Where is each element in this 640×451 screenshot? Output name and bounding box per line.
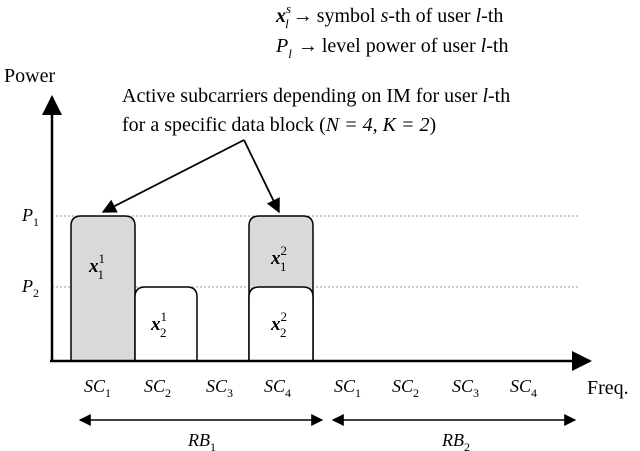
- sc-label-7: SC3: [452, 376, 479, 400]
- block-sc2: [134, 286, 198, 361]
- sc-label-4: SC4: [264, 376, 291, 400]
- legend-power-line: Pl→level power of user l-th: [275, 35, 508, 61]
- block-sc4-lower: [248, 286, 314, 361]
- rb-label-1: RB1: [187, 430, 216, 451]
- y-axis-label: Power: [4, 65, 55, 87]
- block-sc1-active: [70, 215, 136, 361]
- level-label-p2: P2: [21, 276, 39, 300]
- subcarrier-labels: SC1 SC2 SC3 SC4 SC1 SC2 SC3 SC4: [84, 376, 537, 400]
- level-label-p1: P1: [21, 205, 39, 229]
- x-axis-label: Freq.: [587, 377, 629, 399]
- sc-label-3: SC3: [206, 376, 233, 400]
- annotation-line-1: Active subcarriers depending on IM for u…: [122, 85, 510, 107]
- sc-label-8: SC4: [510, 376, 537, 400]
- annotation-line-2: for a specific data block (N = 4, K = 2): [122, 114, 436, 136]
- sc-label-5: SC1: [334, 376, 361, 400]
- annotation-arrow-right: [243, 139, 280, 214]
- sc-label-2: SC2: [144, 376, 171, 400]
- annotation-arrow-left: [101, 139, 245, 213]
- sc-label-6: SC2: [392, 376, 419, 400]
- sc-label-1: SC1: [84, 376, 111, 400]
- rb-label-2: RB2: [441, 430, 470, 451]
